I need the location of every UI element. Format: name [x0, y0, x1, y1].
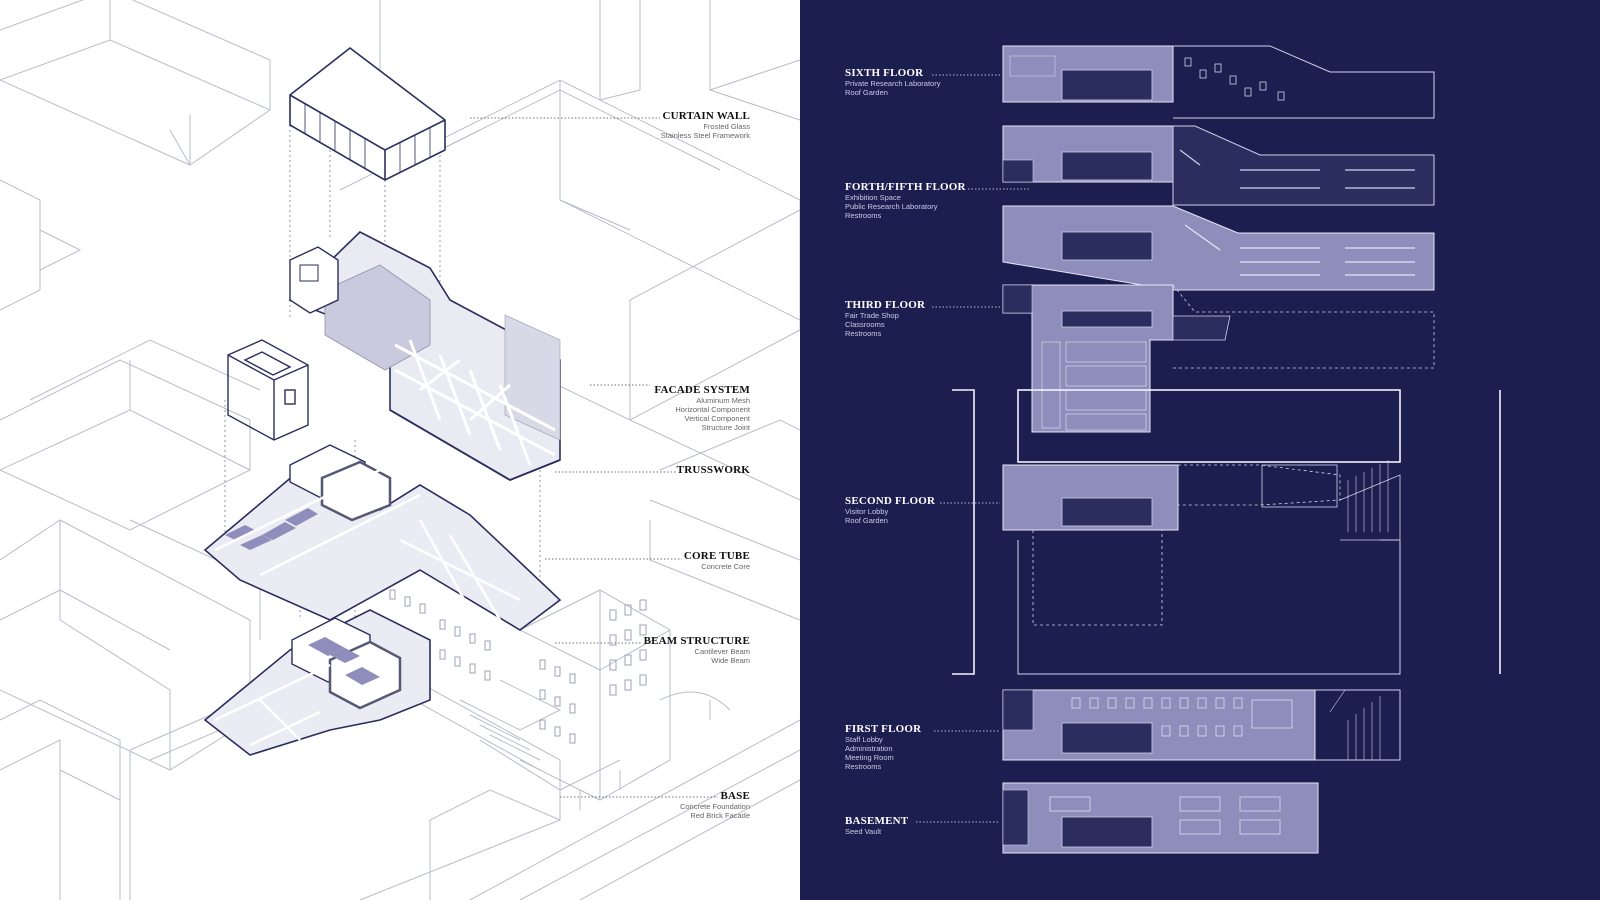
axonometric-panel: CURTAIN WALL Frosted Glass Stainless Ste…	[0, 0, 800, 900]
floor-label-sixth: SIXTH FLOOR Private Research Laboratory …	[845, 67, 1075, 97]
curtain-wall-volume	[289, 46, 446, 181]
label-title: FACADE SYSTEM	[654, 384, 750, 396]
label-sub: Cantilever Beam	[694, 647, 750, 656]
beam-structure-volume	[203, 444, 562, 631]
floor-label-first: FIRST FLOOR Staff Lobby Administration M…	[845, 723, 1075, 771]
context-buildings	[0, 0, 800, 900]
floor-title: FIRST FLOOR	[845, 723, 922, 735]
label-sub: Concrete Core	[701, 562, 750, 571]
plan-second-floor-frame	[952, 389, 1501, 675]
floor-sub: Roof Garden	[845, 516, 888, 525]
floor-sub: Staff Lobby	[845, 735, 883, 744]
label-beam-structure: BEAM STRUCTURE Cantilever Beam Wide Beam	[510, 635, 750, 665]
floor-plans-drawing	[916, 45, 1501, 854]
plan-basement	[1002, 782, 1319, 854]
plan-first-floor	[1002, 689, 1401, 761]
label-title: BASE	[720, 790, 750, 802]
label-facade-system: FACADE SYSTEM Aluminum Mesh Horizontal C…	[510, 384, 750, 432]
floor-label-basement: BASEMENT Seed Vault	[845, 815, 1075, 836]
axonometric-drawing	[0, 0, 800, 900]
core-tubes	[227, 339, 309, 441]
label-sub: Structure Joint	[701, 423, 750, 432]
floor-sub: Classrooms	[845, 320, 885, 329]
floor-title: BASEMENT	[845, 815, 909, 827]
floor-label-leaders	[916, 74, 1030, 823]
floor-sub: Visitor Lobby	[845, 507, 889, 516]
floor-label-third: THIRD FLOOR Fair Trade Shop Classrooms R…	[845, 299, 1075, 338]
label-sub: Red Brick Facade	[690, 811, 750, 820]
label-title: CURTAIN WALL	[662, 110, 750, 122]
brick-building-windows	[389, 589, 647, 744]
label-trusswork: TRUSSWORK	[510, 464, 750, 476]
floor-title: SECOND FLOOR	[845, 495, 936, 507]
floor-title: SIXTH FLOOR	[845, 67, 924, 79]
label-title: CORE TUBE	[683, 550, 750, 562]
floor-sub: Exhibition Space	[845, 193, 901, 202]
label-sub: Stainless Steel Framework	[660, 131, 750, 140]
label-sub: Aluminum Mesh	[696, 396, 750, 405]
floor-sub: Private Research Laboratory	[845, 79, 941, 88]
floor-sub: Roof Garden	[845, 88, 888, 97]
plan-third-floor	[1002, 284, 1435, 433]
label-core-tube: CORE TUBE Concrete Core	[510, 550, 750, 571]
floor-title: THIRD FLOOR	[845, 299, 926, 311]
base-volume	[203, 609, 431, 756]
label-base: BASE Concrete Foundation Red Brick Facad…	[510, 790, 750, 820]
floor-sub: Public Research Laboratory	[845, 202, 938, 211]
floor-label-second: SECOND FLOOR Visitor Lobby Roof Garden	[845, 495, 1075, 525]
label-curtain-wall: CURTAIN WALL Frosted Glass Stainless Ste…	[510, 110, 750, 140]
floor-plans-panel: SIXTH FLOOR Private Research Laboratory …	[800, 0, 1600, 900]
plan-second-floor	[1002, 460, 1401, 675]
floor-sub: Restrooms	[845, 329, 882, 338]
floor-sub: Restrooms	[845, 211, 882, 220]
label-leaders	[470, 117, 718, 798]
floor-sub: Seed Vault	[845, 827, 882, 836]
facade-truss-volume	[288, 231, 561, 481]
label-sub: Horizontal Component	[675, 405, 750, 414]
floor-sub: Administration	[845, 744, 893, 753]
label-title: BEAM STRUCTURE	[643, 635, 750, 647]
label-title: TRUSSWORK	[676, 464, 750, 476]
floor-sub: Fair Trade Shop	[845, 311, 899, 320]
floor-sub: Restrooms	[845, 762, 882, 771]
floor-sub: Meeting Room	[845, 753, 894, 762]
floor-label-forth-fifth: FORTH/FIFTH FLOOR Exhibition Space Publi…	[845, 181, 1075, 220]
label-sub: Vertical Component	[684, 414, 750, 423]
label-sub: Concrete Foundation	[679, 802, 750, 811]
floor-title: FORTH/FIFTH FLOOR	[845, 181, 966, 193]
plan-fifth-floor	[1002, 125, 1435, 206]
label-sub: Wide Beam	[711, 656, 750, 665]
plan-sixth-floor	[1002, 45, 1435, 119]
label-sub: Frosted Glass	[703, 122, 750, 131]
plan-fourth-floor	[1002, 205, 1435, 291]
